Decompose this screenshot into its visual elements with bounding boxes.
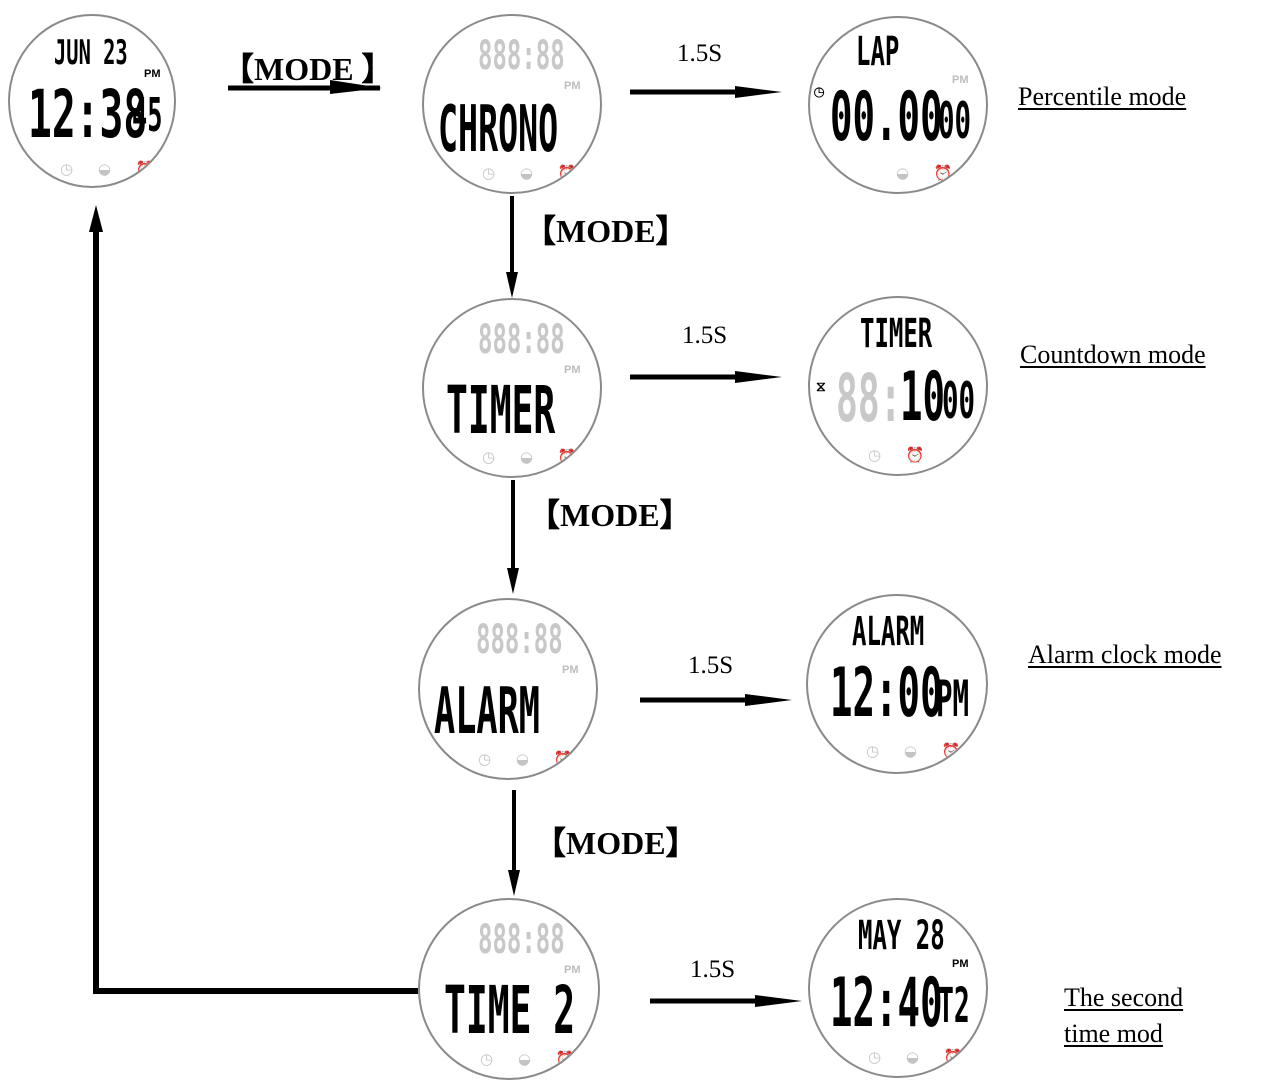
mode-icons: ◷ ◒ ⏰ (480, 1050, 585, 1068)
arrowhead (89, 205, 103, 232)
arrows-hold (630, 86, 802, 1007)
lcd-ghost-digits: 888:88 (478, 917, 565, 963)
pm-indicator: PM (144, 68, 161, 80)
watch-dial-timer: TIMER ⧖ 88: 10 00 ◷ ⏰ (808, 296, 988, 476)
mode-icons: ◷ ◒ ⏰ (868, 1048, 973, 1066)
watch-dial-timer-menu: 888:88 PM TIMER ◷ ◒ ⏰ (422, 298, 602, 478)
mode-icons: ◷ ◒ ⏰ (478, 750, 583, 768)
mode-label-3: 【MODE】 (534, 825, 698, 861)
caption-second-time: The second time mod (1064, 980, 1183, 1052)
lcd-chrono-time: 00.00 (830, 78, 943, 157)
mode-label-2: 【MODE】 (528, 497, 692, 533)
lcd-timer-seconds: 00 (942, 372, 976, 430)
watch-dial-chrono-menu: 888:88 PM CHRONO ◷ ◒ ⏰ (422, 14, 602, 194)
lcd-alarm-time: 12:00 (830, 654, 943, 733)
arrowhead (330, 80, 382, 94)
hold-label-1: 1.5S (677, 40, 723, 67)
hold-label-2: 1.5S (682, 322, 728, 349)
lcd-alarm-ampm: PM (936, 670, 970, 728)
lcd-time: 12:38 (28, 76, 148, 153)
mode-label-top: 【MODE 】 (222, 51, 394, 87)
lcd-ghost-digits: 888:88 (476, 617, 563, 663)
caption-second-time-line2: time mod (1064, 1019, 1163, 1048)
watch-dial-chrono: LAP PM ◷ 00.00 00 ◒ ⏰ (808, 16, 988, 194)
caption-second-time-line1: The second (1064, 983, 1184, 1012)
lcd-t2-indicator: T2 (938, 978, 970, 1034)
mode-icons: ◷ ◒ ⏰ (482, 164, 587, 182)
mode-icons: ◷ ◒ ⏰ (60, 160, 165, 178)
pm-indicator: PM (562, 664, 579, 676)
lcd-date: JUN 23 (54, 33, 128, 73)
lcd-date2: MAY 28 (858, 913, 945, 959)
lcd-mode-name: TIMER (446, 372, 556, 449)
mode-label-1: 【MODE】 (524, 213, 688, 249)
arrows-mode-vertical (506, 196, 520, 896)
hourglass-icon: ⧖ (816, 379, 826, 395)
pm-indicator: PM (564, 364, 581, 376)
watch-dial-alarm: ALARM 12:00 PM ◷ ◒ ⏰ (806, 594, 988, 774)
caption-countdown: Countdown mode (1020, 340, 1206, 369)
pm-indicator: PM (952, 74, 969, 86)
lcd-ghost-digits: 888:88 (478, 33, 565, 79)
hold-label-4: 1.5S (690, 956, 736, 983)
lcd-ghost-digits: 88: (836, 360, 902, 437)
lcd-ghost-digits: 888:88 (478, 317, 565, 363)
lcd-timer-minutes: 10 (900, 358, 946, 437)
pm-indicator: PM (952, 958, 969, 970)
lcd-mode-name: CHRONO (438, 93, 559, 167)
watch-dial-time: JUN 23 PM 12:38 45 ◷ ◒ ⏰ (8, 14, 176, 188)
lcd-alarm-title: ALARM (852, 609, 925, 655)
mode-icons: ◷ ◒ ⏰ (482, 448, 587, 466)
lcd-time2: 12:40 (830, 964, 943, 1043)
watch-dial-alarm-menu: 888:88 PM ALARM ◷ ◒ ⏰ (418, 598, 598, 780)
pm-indicator: PM (564, 80, 581, 92)
stopwatch-icon: ◷ (814, 82, 825, 102)
lcd-seconds: 45 (132, 88, 163, 142)
watch-dial-time2: MAY 28 PM 12:40 T2 ◷ ◒ ⏰ (808, 898, 988, 1078)
lcd-hundredths: 00 (938, 92, 972, 150)
arrow-return-loop (93, 230, 418, 994)
hold-label-3: 1.5S (688, 652, 734, 679)
mode-icons: ◷ ◒ ⏰ (866, 742, 971, 760)
lcd-mode-name: TIME 2 (444, 972, 576, 1049)
lcd-lap: LAP (856, 29, 900, 75)
caption-percentile: Percentile mode (1018, 82, 1187, 111)
lcd-timer-title: TIMER (860, 311, 933, 357)
pm-indicator: PM (564, 964, 581, 976)
watch-dial-time2-menu: 888:88 PM TIME 2 ◷ ◒ ⏰ (418, 898, 600, 1080)
mode-icons: ◷ ⏰ (868, 446, 935, 464)
caption-alarm: Alarm clock mode (1028, 640, 1222, 669)
lcd-mode-name: ALARM (434, 675, 540, 749)
mode-icons: ◒ ⏰ (896, 164, 963, 182)
